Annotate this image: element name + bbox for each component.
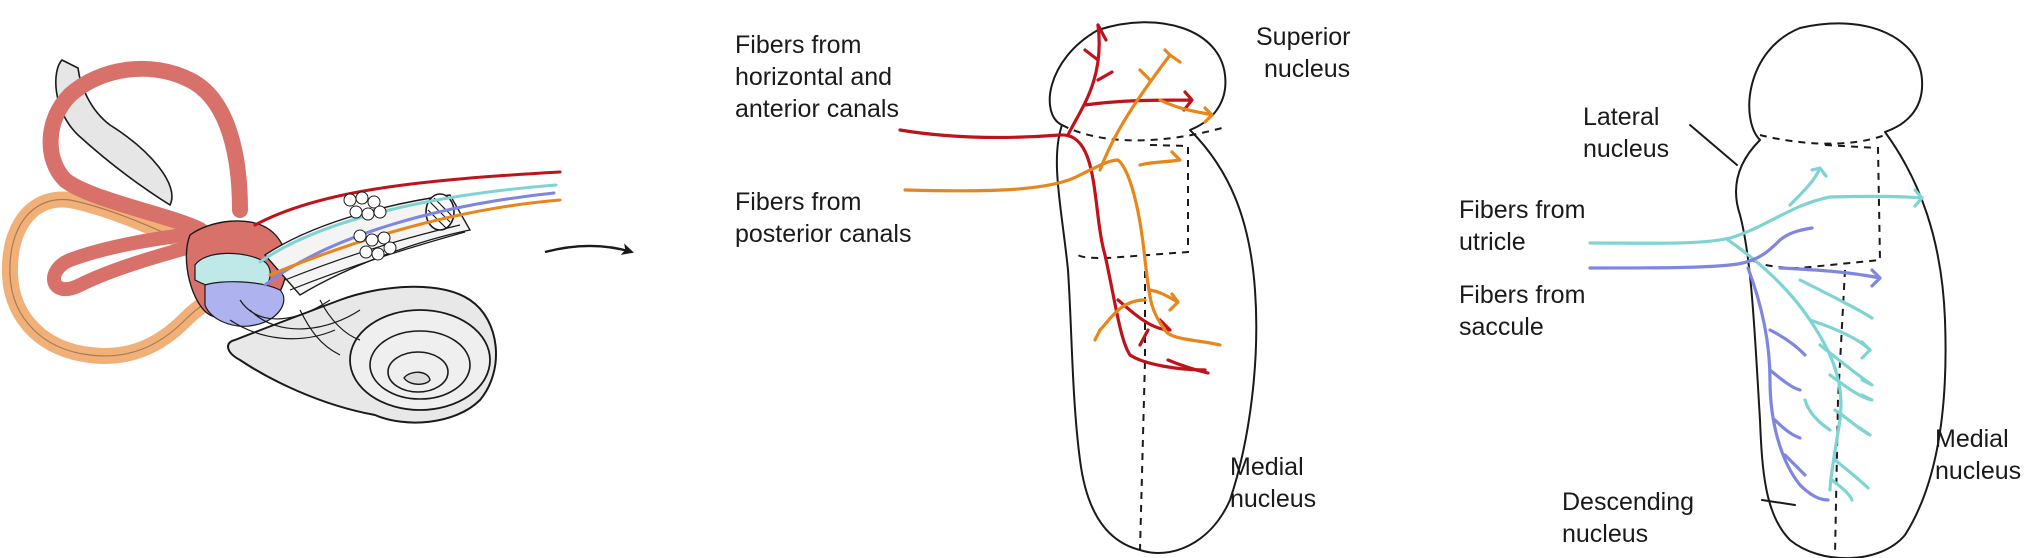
arrow-right-icon xyxy=(544,243,634,255)
label-horizontal-anterior-canals: Fibers from horizontal and anterior cana… xyxy=(735,31,899,123)
orange-fiber-tree xyxy=(903,48,1222,347)
red-fiber-tree xyxy=(898,23,1210,375)
label-descending-nucleus: Descending nucleus xyxy=(1562,488,1701,548)
label-lateral-nucleus: Lateral nucleus xyxy=(1583,103,1669,163)
blue-fiber-tree xyxy=(1588,226,1882,502)
horizontal-canal xyxy=(47,225,222,297)
label-saccule-fibers: Fibers from saccule xyxy=(1459,281,1592,341)
cochlea xyxy=(227,285,497,424)
ear-red-fiber xyxy=(253,170,562,227)
lateral-nucleus-boundary xyxy=(1759,134,1886,145)
label-superior-nucleus: Superior nucleus xyxy=(1256,23,1357,83)
ear-orange-fiber xyxy=(268,198,562,277)
superior-nucleus-boundary xyxy=(1061,124,1223,142)
label-medial-nucleus-canals: Medial nucleus xyxy=(1230,453,1316,513)
descending-nucleus-leader xyxy=(1761,499,1796,506)
canal-fibers-panel: Fibers from horizontal and anterior cana… xyxy=(735,21,1357,554)
label-posterior-canals: Fibers from posterior canals xyxy=(735,188,911,248)
label-medial-nucleus-otolith: Medial nucleus xyxy=(1935,425,2021,485)
lateral-nucleus-leader xyxy=(1689,124,1738,166)
saccule xyxy=(204,281,285,327)
otolith-fibers-panel: Lateral nucleus Fibers from utricle Fibe… xyxy=(1459,22,2021,558)
cyan-fiber-tree xyxy=(1588,166,1924,502)
vestibular-nerve xyxy=(229,170,562,340)
medial-descending-boundary xyxy=(1834,269,1846,556)
superior-canal xyxy=(42,60,248,238)
brainstem-outline-otolith xyxy=(1735,22,1947,558)
inner-boundary-right xyxy=(1077,144,1189,260)
posterior-canal xyxy=(1,191,230,364)
inner-ear-illustration xyxy=(1,59,562,424)
brainstem-outline-canals xyxy=(1048,21,1258,554)
label-utricle-fibers: Fibers from utricle xyxy=(1459,196,1592,256)
